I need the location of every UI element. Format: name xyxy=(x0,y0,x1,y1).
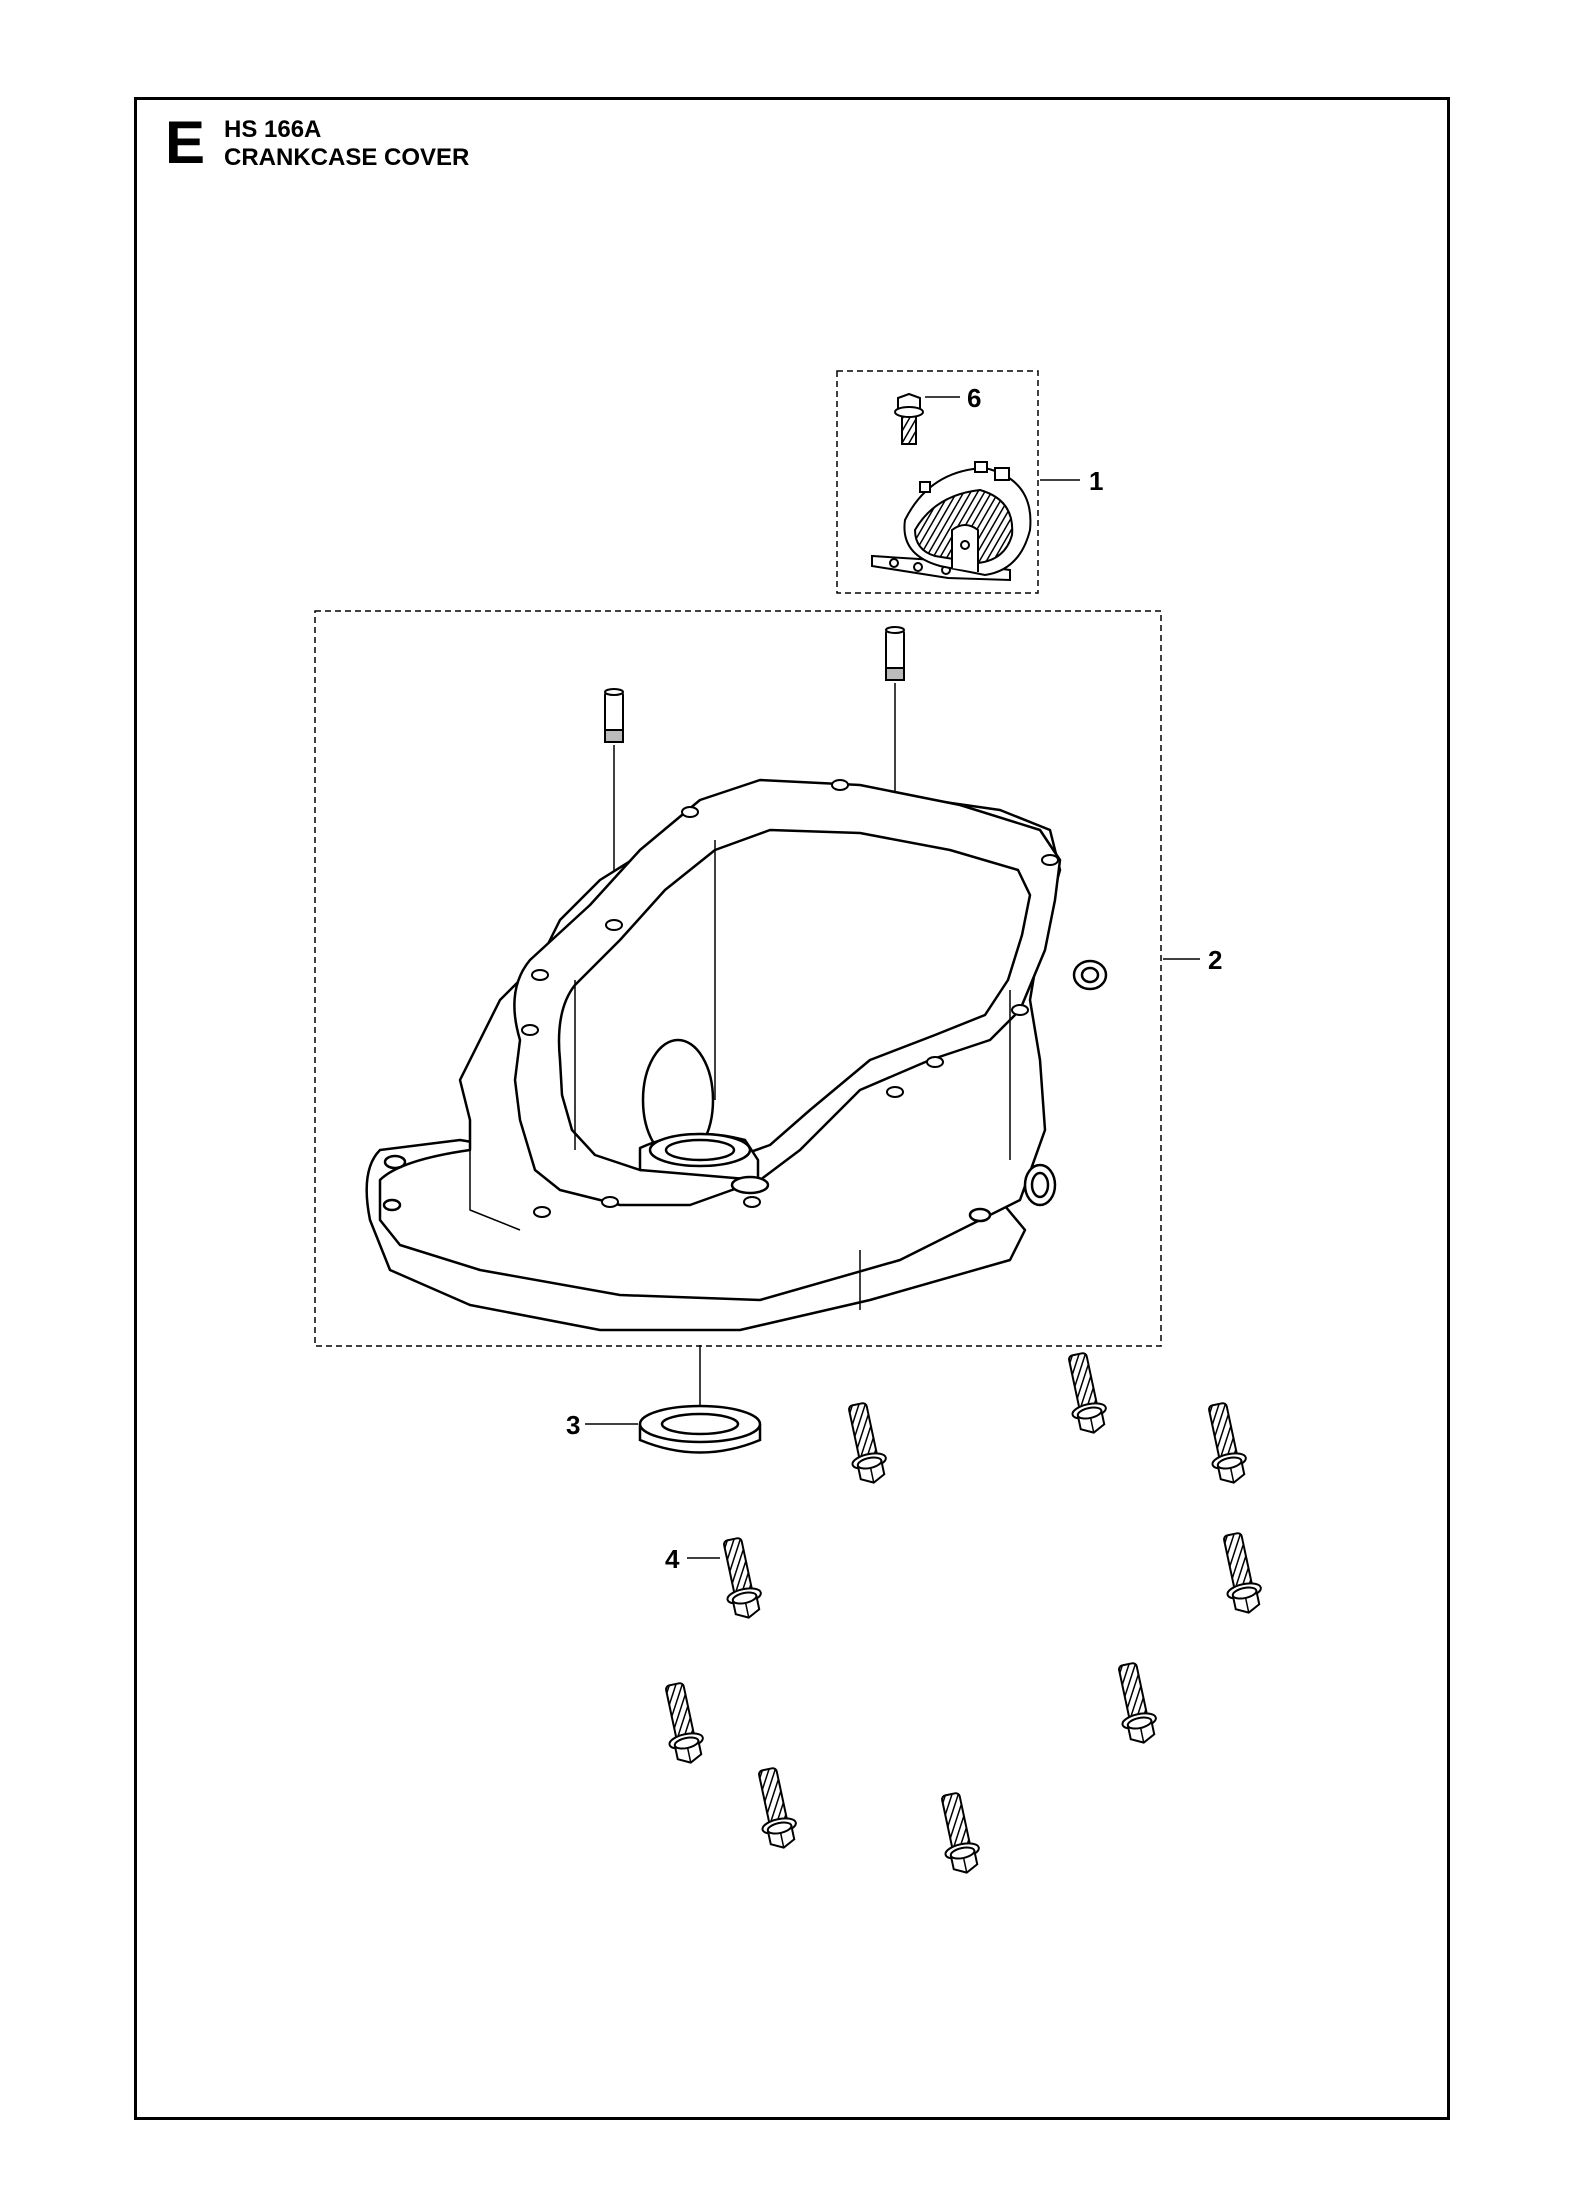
flange-bolt xyxy=(749,1764,802,1853)
flange-bolt xyxy=(1059,1349,1112,1438)
callout-2: 2 xyxy=(1208,945,1222,975)
flange-bolt xyxy=(839,1399,892,1488)
flange-bolt xyxy=(656,1679,709,1768)
section-letter: E xyxy=(165,109,206,176)
flange-bolt xyxy=(1109,1659,1162,1748)
model-number: HS 166A xyxy=(224,116,322,143)
callout-4: 4 xyxy=(665,1544,680,1574)
flange-bolt xyxy=(1214,1529,1267,1618)
dowel-pin-left xyxy=(604,688,624,743)
callout-3: 3 xyxy=(566,1410,580,1440)
callout-1: 1 xyxy=(1089,466,1103,496)
flange-bolt xyxy=(1199,1399,1252,1488)
flange-bolt xyxy=(932,1789,985,1878)
crankcase-cover-2 xyxy=(365,778,1108,1332)
bolt-6 xyxy=(894,392,924,445)
kit-box-ignition xyxy=(836,370,1039,594)
flange-bolt xyxy=(714,1534,767,1623)
oil-seal-3 xyxy=(638,1404,762,1454)
kit-box-crankcase xyxy=(314,610,1162,1347)
ignition-module-1 xyxy=(871,461,1032,582)
page-title: CRANKCASE COVER xyxy=(224,144,470,171)
dowel-pin-right xyxy=(885,626,905,681)
callout-6: 6 xyxy=(967,383,981,413)
drawing-frame xyxy=(134,97,1450,2120)
